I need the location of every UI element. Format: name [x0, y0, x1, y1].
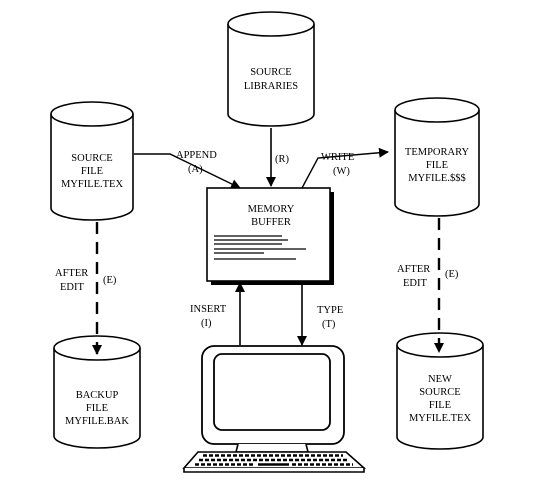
right-edit-label: EDIT — [403, 278, 427, 289]
new-source-file-label-2: SOURCE — [419, 387, 460, 398]
new-source-file-label-3: FILE — [429, 400, 451, 411]
backup-file-label-3: MYFILE.BAK — [65, 416, 129, 427]
temporary-file-label-1: TEMPORARY — [405, 147, 470, 158]
write-label: WRITE — [321, 152, 354, 163]
left-edit-label: EDIT — [60, 282, 84, 293]
source-libraries-label-1: SOURCE — [250, 67, 291, 78]
source-file-label-1: SOURCE — [71, 153, 112, 164]
new-source-file-cylinder: NEW SOURCE FILE MYFILE.TEX — [396, 332, 484, 450]
type-label: TYPE — [317, 305, 343, 316]
insert-key-label: (I) — [201, 318, 212, 329]
read-key-label: (R) — [275, 154, 290, 165]
append-arrow — [134, 153, 241, 189]
backup-file-label-2: FILE — [86, 403, 108, 414]
memory-buffer-text-lines — [214, 235, 306, 260]
append-key-label: (A) — [188, 164, 203, 175]
source-file-label-2: FILE — [81, 166, 103, 177]
source-file-label-3: MYFILE.TEX — [61, 179, 124, 190]
memory-buffer-label-1: MEMORY — [248, 204, 295, 215]
temporary-file-label-3: MYFILE.$$$ — [408, 173, 465, 184]
new-source-file-label-4: MYFILE.TEX — [409, 413, 472, 424]
keyboard-keys — [195, 454, 353, 466]
write-arrow — [301, 147, 389, 189]
right-edit-key-label: (E) — [445, 269, 459, 280]
type-key-label: (T) — [322, 319, 336, 330]
source-file-cylinder: SOURCE FILE MYFILE.TEX — [50, 101, 134, 221]
temporary-file-cylinder: TEMPORARY FILE MYFILE.$$$ — [394, 97, 480, 217]
left-after-label: AFTER — [55, 268, 88, 279]
left-edit-key-label: (E) — [103, 275, 117, 286]
computer-terminal-icon — [182, 345, 367, 473]
new-source-file-label-1: NEW — [428, 374, 452, 385]
backup-file-label-1: BACKUP — [76, 390, 119, 401]
write-key-label: (W) — [333, 166, 350, 177]
memory-buffer-box: MEMORY BUFFER — [206, 187, 334, 285]
insert-label: INSERT — [190, 304, 227, 315]
source-libraries-cylinder: SOURCE LIBRARIES — [227, 11, 315, 127]
memory-buffer-label-2: BUFFER — [251, 217, 291, 228]
append-label: APPEND — [176, 150, 217, 161]
temporary-file-label-2: FILE — [426, 160, 448, 171]
right-after-label: AFTER — [397, 264, 430, 275]
backup-file-cylinder: BACKUP FILE MYFILE.BAK — [53, 335, 141, 449]
source-libraries-label-2: LIBRARIES — [244, 81, 298, 92]
